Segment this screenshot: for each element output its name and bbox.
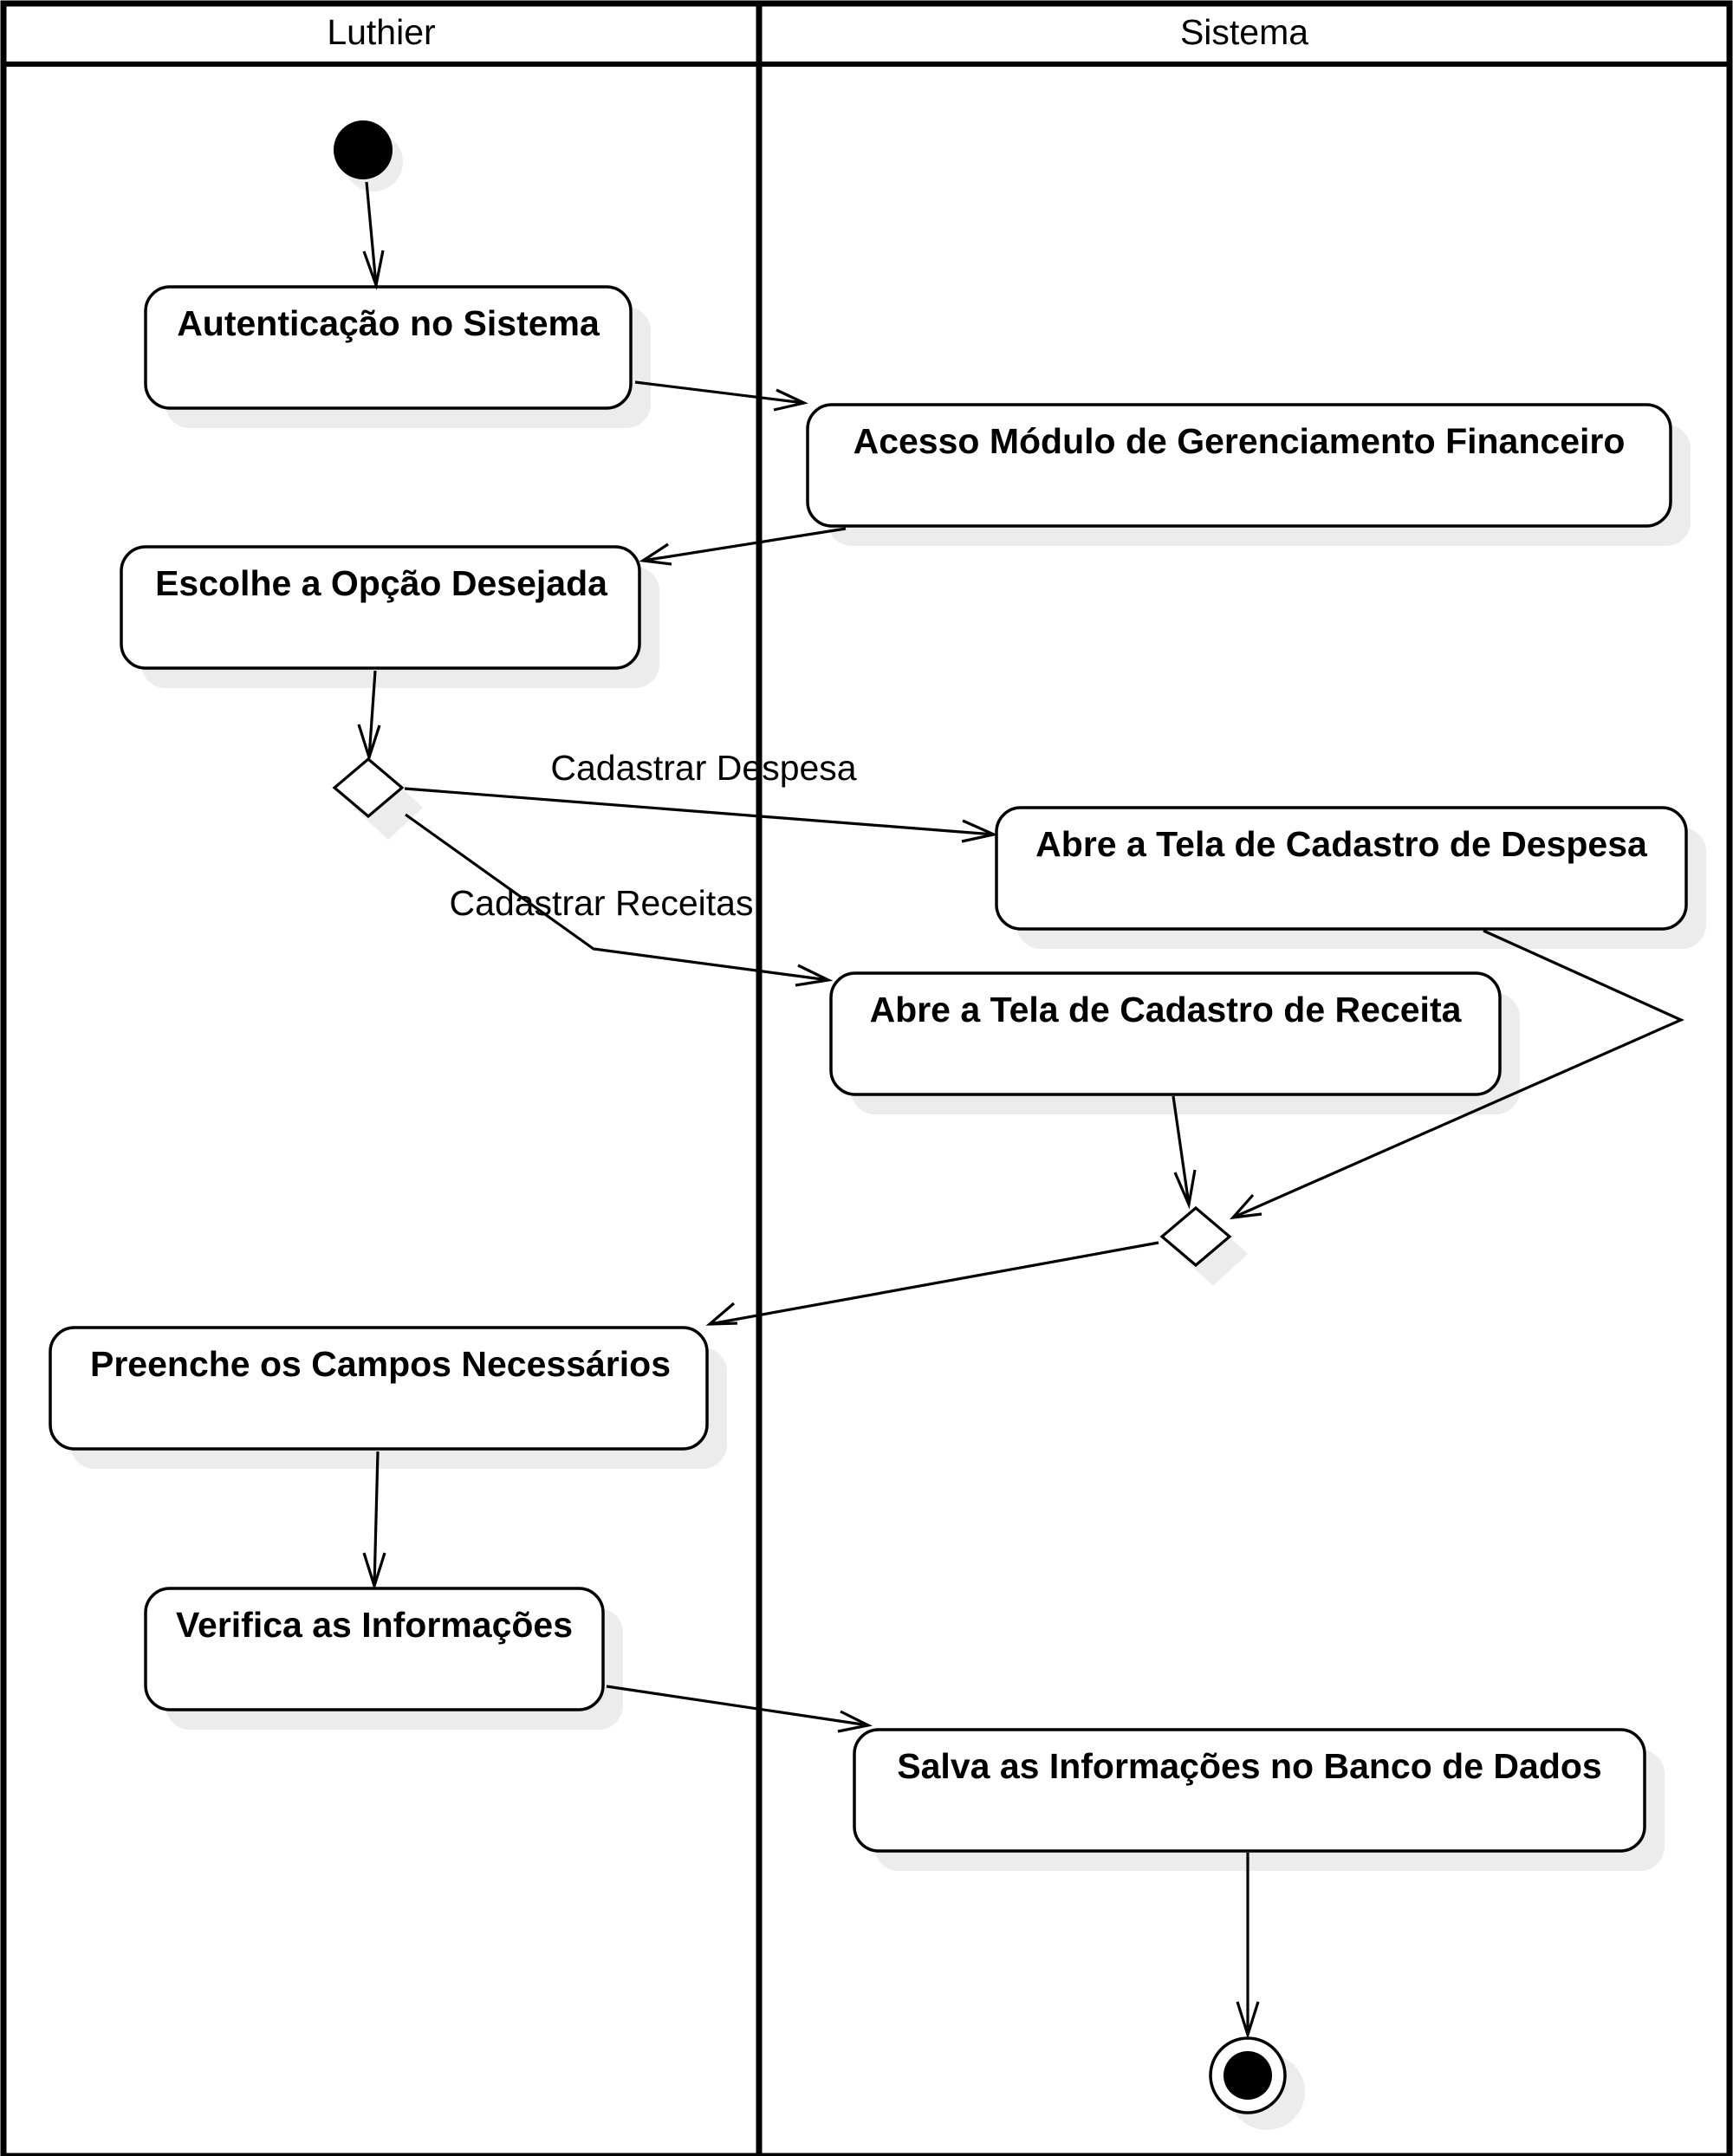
- decision-node: [332, 757, 423, 840]
- svg-text:Preenche os Campos Necessários: Preenche os Campos Necessários: [90, 1344, 671, 1384]
- edge-receita-to-merge: [1172, 1095, 1197, 1210]
- edge-decision-to-despesa: [404, 787, 999, 843]
- final-node: [1209, 2036, 1305, 2130]
- svg-text:Acesso Módulo de Gerenciamento: Acesso Módulo de Gerenciamento Financeir…: [854, 421, 1626, 461]
- edge-autenticacao-to-acesso: [634, 380, 808, 412]
- svg-text:Salva as Informações no Banco: Salva as Informações no Banco de Dados: [897, 1746, 1601, 1786]
- svg-text:Autenticação no Sistema: Autenticação no Sistema: [177, 303, 600, 343]
- edge-decision-to-receita: [405, 813, 834, 987]
- merge-node: [1159, 1205, 1248, 1286]
- svg-text:Abre a Tela de Cadastro de Rec: Abre a Tela de Cadastro de Receita: [870, 990, 1463, 1029]
- svg-text:Escolhe a Opção Desejada: Escolhe a Opção Desejada: [155, 563, 608, 603]
- action-salva-info: Salva as Informações no Banco de Dados: [853, 1728, 1665, 1871]
- action-preenche-campos: Preenche os Campos Necessários: [49, 1326, 727, 1469]
- action-autenticacao: Autenticação no Sistema: [144, 285, 651, 428]
- action-tela-receita: Abre a Tela de Cadastro de Receita: [829, 971, 1520, 1114]
- initial-node: [334, 120, 403, 192]
- action-escolhe-opcao: Escolhe a Opção Desejada: [120, 545, 659, 688]
- edge-merge-to-preenche: [705, 1241, 1159, 1326]
- guard-label-cadastrar-receitas: Cadastrar Receitas: [450, 883, 754, 923]
- edge-salva-to-final: [1236, 1853, 1260, 2040]
- lane-header-sistema: Sistema: [1180, 12, 1308, 52]
- edge-initial-to-autenticacao: [362, 181, 385, 290]
- svg-text:Verifica as Informações: Verifica as Informações: [176, 1605, 573, 1645]
- action-verifica-info: Verifica as Informações: [144, 1587, 623, 1730]
- guard-label-cadastrar-despesa: Cadastrar Despesa: [550, 748, 856, 788]
- action-tela-despesa: Abre a Tela de Cadastro de Despesa: [995, 806, 1706, 949]
- edge-escolhe-to-decision: [357, 670, 381, 763]
- lane-header-luthier: Luthier: [327, 12, 435, 52]
- edge-preenche-to-verifica: [362, 1451, 386, 1591]
- action-acesso-modulo: Acesso Módulo de Gerenciamento Financeir…: [806, 403, 1691, 546]
- edge-verifica-to-salva: [606, 1685, 873, 1733]
- edge-despesa-to-merge: [1230, 929, 1684, 1220]
- svg-text:Abre a Tela de Cadastro de Des: Abre a Tela de Cadastro de Despesa: [1035, 824, 1648, 864]
- edge-acesso-to-escolhe: [639, 527, 847, 566]
